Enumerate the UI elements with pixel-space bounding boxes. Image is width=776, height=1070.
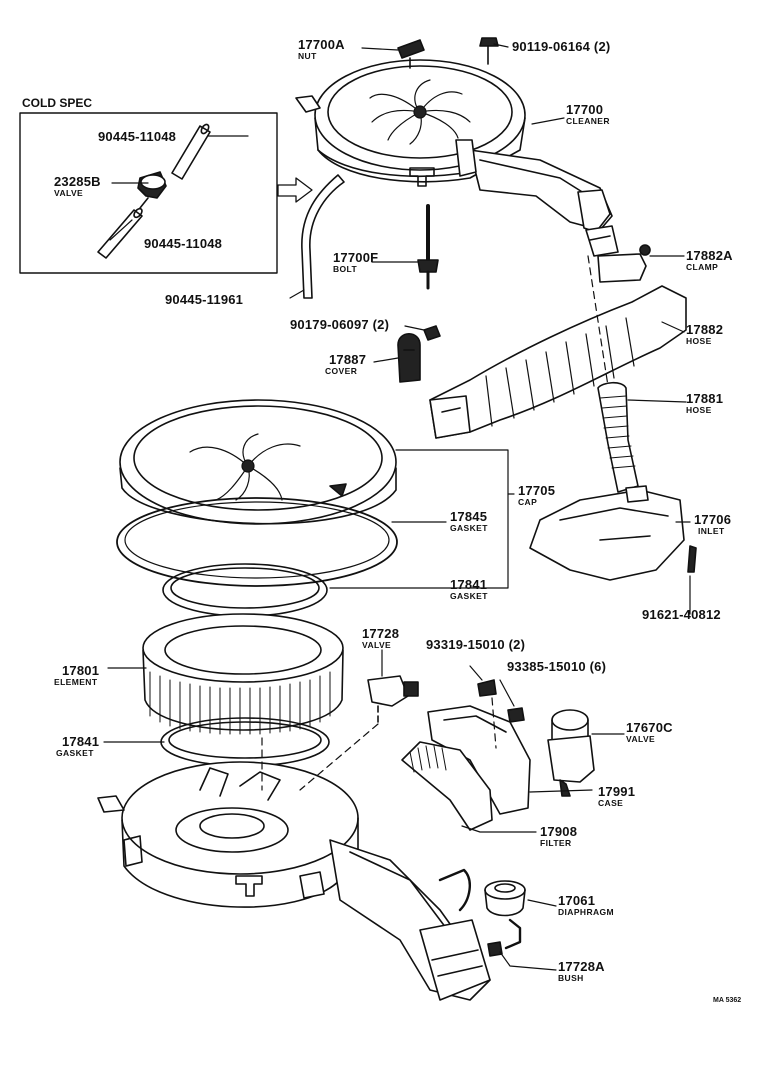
top-cleaner-assembly (295, 37, 619, 257)
label-17908-part: 17908 (540, 824, 578, 839)
label-17882a-name: CLAMP (686, 262, 719, 272)
label-cold-spec-valve-name: VALVE (54, 188, 84, 198)
label-17061-part: 17061 (558, 893, 596, 908)
label-17728a-name: BUSH (558, 973, 584, 983)
label-17705-name: CAP (518, 497, 538, 507)
label-17908-name: FILTER (540, 838, 572, 848)
label-17991-part: 17991 (598, 784, 636, 799)
cover-17887 (397, 325, 441, 383)
label-17728a-part: 17728A (558, 959, 605, 974)
label-91621: 91621-40812 (642, 607, 721, 622)
bush-17728a (487, 941, 503, 957)
label-17705-part: 17705 (518, 483, 556, 498)
label-17670c-part: 17670C (626, 720, 673, 735)
label-17700f-name: BOLT (333, 264, 358, 274)
label-93319: 93319-15010 (2) (426, 637, 526, 652)
bolt-17700f (417, 204, 439, 290)
label-17841a-part: 17841 (450, 577, 488, 592)
label-90445-11961: 90445-11961 (165, 292, 244, 307)
hose-90445-11961 (301, 174, 345, 299)
label-17845-name: GASKET (450, 523, 488, 533)
label-17728-part: 17728 (362, 626, 400, 641)
cold-spec-parts (97, 123, 211, 259)
hose-17881 (597, 381, 639, 493)
label-cold-spec-hose-bottom: 90445-11048 (144, 236, 223, 251)
label-17670c-name: VALVE (626, 734, 656, 744)
label-17841b-part: 17841 (62, 734, 100, 749)
label-17801-name: ELEMENT (54, 677, 98, 687)
clamp-17882a (597, 253, 647, 283)
label-17887-name: COVER (325, 366, 358, 376)
label-90179: 90179-06097 (2) (290, 317, 390, 332)
label-17706-part: 17706 (694, 512, 732, 527)
diaphragm-17061 (484, 880, 526, 950)
label-17882-name: HOSE (686, 336, 712, 346)
label-17841b-name: GASKET (56, 748, 94, 758)
bottom-housing (97, 761, 491, 1001)
label-17882-part: 17882 (686, 322, 724, 337)
label-17845-part: 17845 (450, 509, 488, 524)
screw-93319 (477, 679, 497, 697)
label-17728-name: VALVE (362, 640, 392, 650)
cold-spec-title: COLD SPEC (22, 96, 93, 110)
label-17882a-part: 17882A (686, 248, 733, 263)
label-17887-part: 17887 (329, 352, 367, 367)
label-cold-spec-valve-part: 23285B (54, 174, 101, 189)
cold-spec-box (19, 112, 278, 274)
cold-spec-arrow (277, 177, 313, 203)
screw-93385 (507, 707, 525, 723)
element-17801 (142, 613, 344, 735)
label-17706-name: INLET (698, 526, 725, 536)
label-90119: 90119-06164 (2) (512, 39, 611, 54)
label-17700-part: 17700 (566, 102, 604, 117)
label-17881-name: HOSE (686, 405, 712, 415)
label-17700-name: CLEANER (566, 116, 610, 126)
label-cold-spec-hose-top: 90445-11048 (98, 129, 177, 144)
valve-17728 (367, 675, 419, 725)
label-17061-name: DIAPHRAGM (558, 907, 615, 917)
label-17801-part: 17801 (62, 663, 100, 678)
hose-17882 (429, 285, 687, 439)
label-17700a-name: NUT (298, 51, 317, 61)
gasket-17845 (116, 497, 398, 587)
cap-17705 (119, 399, 397, 525)
case-and-filter (401, 705, 531, 831)
valve-17670c (547, 709, 595, 797)
label-93385: 93385-15010 (6) (507, 659, 607, 674)
footer-code: MA 5362 (713, 997, 742, 1004)
inlet-17706 (529, 485, 697, 581)
label-17841a-name: GASKET (450, 591, 488, 601)
label-17700a-part: 17700A (298, 37, 345, 52)
label-17991-name: CASE (598, 798, 624, 808)
label-17881-part: 17881 (686, 391, 724, 406)
label-17700f-part: 17700F (333, 250, 379, 265)
